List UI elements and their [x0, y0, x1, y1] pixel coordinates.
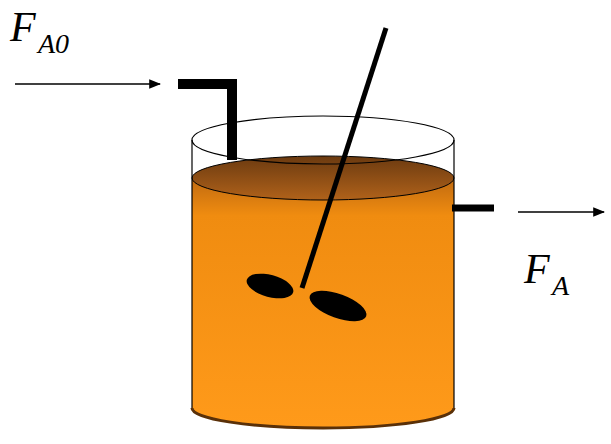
outlet-pipe: [452, 205, 494, 212]
flow-subscript: A: [552, 272, 569, 300]
flow-symbol: F: [524, 248, 550, 290]
flow-symbol: F: [10, 6, 36, 48]
inlet-pipe: [178, 84, 232, 160]
flow-subscript: A0: [38, 30, 69, 58]
outlet-arrow: [518, 211, 604, 213]
liquid: [192, 156, 454, 428]
inlet-arrow: [15, 83, 160, 85]
stirrer: [244, 28, 386, 328]
